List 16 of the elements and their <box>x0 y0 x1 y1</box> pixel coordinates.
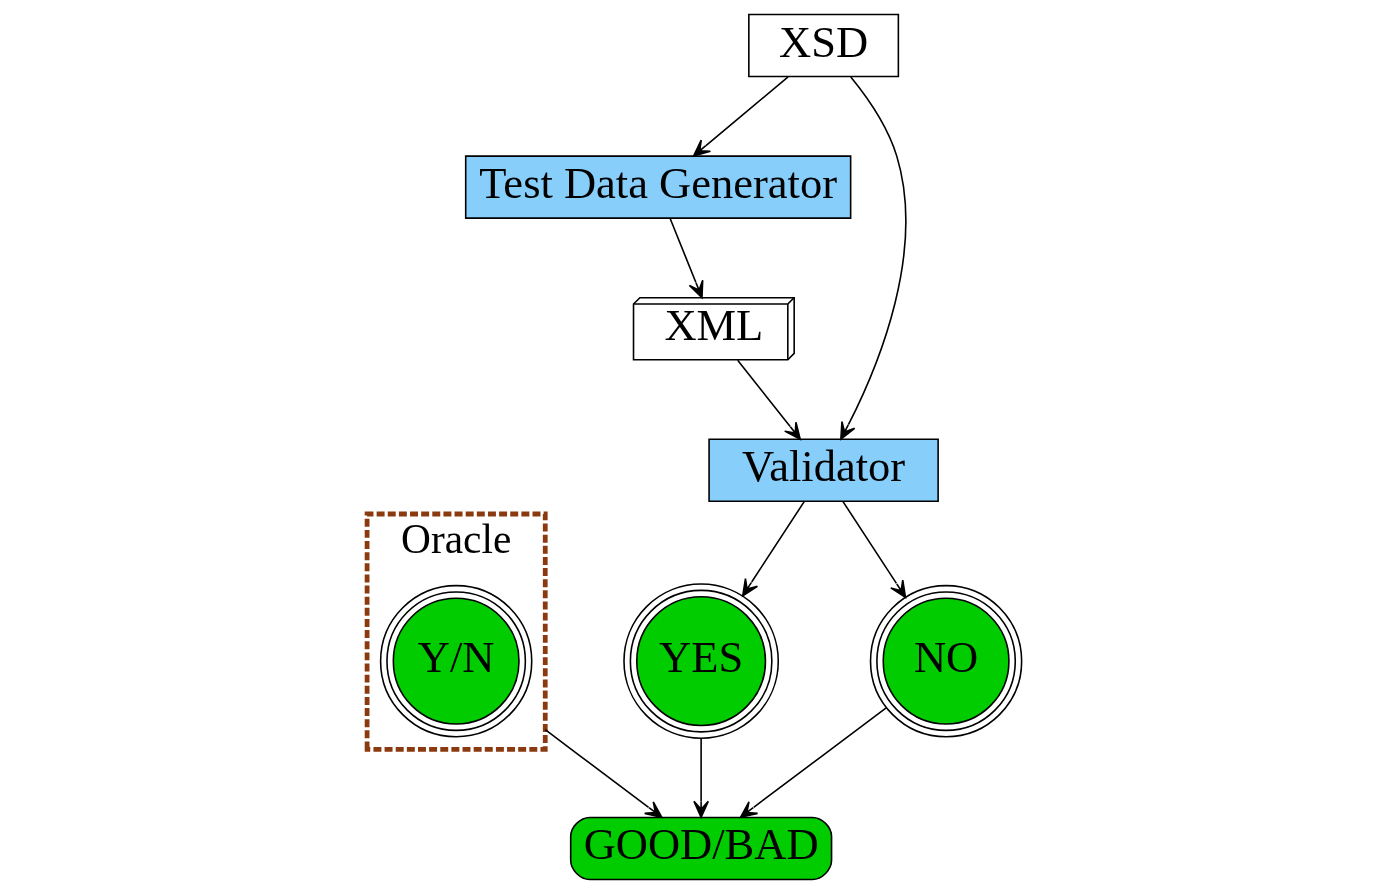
arrow <box>741 500 805 597</box>
arrow <box>840 76 907 440</box>
node-circle: NO <box>869 584 1023 738</box>
node-circle: Y/N <box>379 584 533 738</box>
arrow <box>739 707 887 818</box>
node-box: GOOD/BAD <box>569 816 833 881</box>
arrow <box>669 217 704 299</box>
node-circle: YES <box>623 583 780 740</box>
node-box: Test Data Generator <box>464 155 852 219</box>
node-box: XSD <box>748 13 900 78</box>
arrow <box>736 359 801 440</box>
arrow <box>544 728 663 818</box>
arrow <box>693 737 710 819</box>
node-box: Validator <box>708 438 939 503</box>
arrow <box>692 76 789 157</box>
arrow <box>842 500 907 599</box>
